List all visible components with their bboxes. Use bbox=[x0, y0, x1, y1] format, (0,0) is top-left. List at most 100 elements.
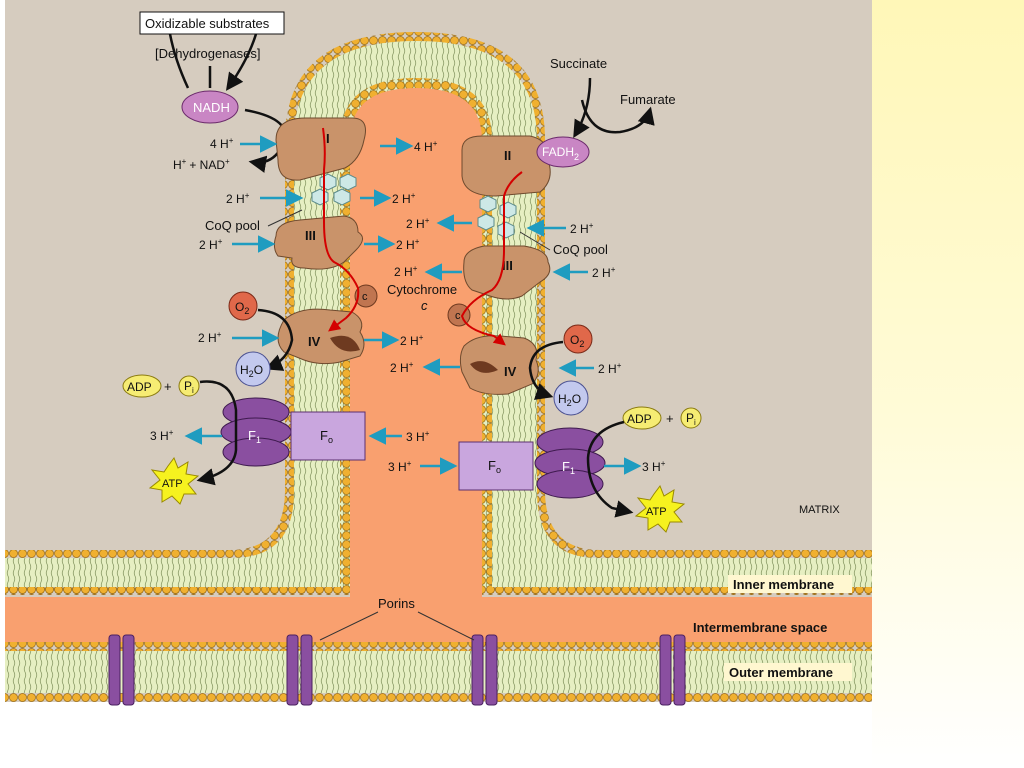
electron-path-right bbox=[460, 171, 523, 344]
svg-text:2 H+: 2 H+ bbox=[570, 221, 594, 236]
outer-membrane-label-bg bbox=[724, 663, 852, 681]
svg-text:2 H+: 2 H+ bbox=[406, 216, 430, 231]
o2-circle-right bbox=[563, 324, 593, 354]
atp-star-right bbox=[634, 484, 686, 533]
o2-left-label: O2 bbox=[235, 300, 249, 316]
svg-text:3 H+: 3 H+ bbox=[642, 459, 666, 474]
intermembrane-space-label: Intermembrane space bbox=[693, 620, 827, 635]
svg-text:2 H+: 2 H+ bbox=[396, 237, 420, 252]
adp-right-label: ADP bbox=[627, 412, 652, 426]
svg-text:2 H+: 2 H+ bbox=[226, 191, 250, 206]
h2o-right-label: H2O bbox=[558, 392, 581, 408]
o2-right-arrow bbox=[528, 340, 564, 400]
porins-leader-lines bbox=[319, 611, 475, 641]
fo-right-label: Fo bbox=[488, 458, 501, 475]
h4-left: 4 H+ bbox=[210, 136, 234, 151]
adp-left bbox=[122, 374, 162, 398]
nadh-ellipse bbox=[181, 90, 239, 124]
svg-text:2 H+: 2 H+ bbox=[199, 237, 223, 252]
svg-text:3 H+: 3 H+ bbox=[150, 428, 174, 443]
matrix-label: MATRIX bbox=[799, 504, 840, 516]
coq-pool-left bbox=[311, 173, 357, 206]
complex-iii-right: III bbox=[463, 245, 551, 300]
porin-2 bbox=[286, 634, 313, 706]
complex-i: I bbox=[275, 117, 366, 181]
substrate-arrows bbox=[168, 33, 258, 88]
porin-1 bbox=[108, 634, 135, 706]
fumarate-arrow bbox=[580, 99, 655, 134]
fumarate-label: Fumarate bbox=[620, 92, 676, 107]
cytochrome-label: Cytochrome bbox=[387, 282, 457, 297]
plus-left: + bbox=[164, 379, 172, 394]
atp-left-label: ATP bbox=[162, 478, 183, 490]
complex-iv-left-label: IV bbox=[308, 334, 321, 349]
complex-ii: II bbox=[461, 135, 551, 197]
o2-circle-left bbox=[228, 291, 258, 321]
complex-iii-left: III bbox=[273, 215, 363, 270]
svg-text:2 H+: 2 H+ bbox=[198, 330, 222, 345]
outer-membrane-beads-bottom bbox=[5, 693, 872, 702]
svg-text:2 H+: 2 H+ bbox=[390, 360, 414, 375]
fo-left-label: Fo bbox=[320, 428, 333, 445]
inner-membrane-label-bg bbox=[728, 575, 852, 593]
outer-membrane-label: Outer membrane bbox=[729, 665, 833, 680]
plus-right: + bbox=[666, 411, 674, 426]
coq-pool-right-label: CoQ pool bbox=[553, 242, 608, 257]
oxidizable-substrates-label: Oxidizable substrates bbox=[145, 16, 270, 31]
svg-text:2 H+: 2 H+ bbox=[400, 333, 424, 348]
adp-right-arrow bbox=[586, 420, 634, 518]
nadh-label: NADH bbox=[193, 100, 230, 115]
dehydrogenases-label: [Dehydrogenases] bbox=[155, 46, 261, 61]
complex-iii-left-label: III bbox=[305, 228, 316, 243]
adp-left-label: ADP bbox=[127, 380, 152, 394]
h2o-circle-right bbox=[553, 380, 589, 416]
proton-arrows: 4 H+ H++ NAD+ 4 H+ 2 H+ 2 H+ 2 H+ 2 H+ 2… bbox=[150, 135, 666, 475]
svg-text:2 H+: 2 H+ bbox=[592, 265, 616, 280]
outer-membrane-beads-top bbox=[5, 642, 872, 651]
atp-star-left bbox=[148, 456, 200, 505]
bottom-margin bbox=[0, 702, 872, 768]
h-nad-label: H++ NAD+ bbox=[173, 157, 230, 172]
cytochrome-c-left bbox=[354, 284, 378, 308]
electron-path-left bbox=[323, 127, 360, 330]
oxidizable-substrates-box bbox=[139, 11, 285, 35]
complex-i-label: I bbox=[326, 131, 330, 146]
inner-membrane-label: Inner membrane bbox=[733, 577, 834, 592]
side-panel bbox=[872, 0, 1024, 768]
fadh2-label: FADH2 bbox=[542, 145, 579, 162]
pi-left bbox=[178, 375, 200, 397]
complex-iv-right-label: IV bbox=[504, 364, 517, 379]
complex-iv-right: IV bbox=[459, 335, 539, 395]
complex-ii-label: II bbox=[504, 148, 511, 163]
svg-text:2 H+: 2 H+ bbox=[394, 264, 418, 279]
adp-right bbox=[622, 406, 662, 430]
intermembrane-band bbox=[5, 597, 872, 642]
porins-label: Porins bbox=[378, 596, 415, 611]
h4-right: 4 H+ bbox=[414, 139, 438, 154]
o2-right-label: O2 bbox=[570, 333, 584, 349]
pi-left-label: Pi bbox=[184, 379, 194, 395]
f1-right-label: F1 bbox=[562, 459, 575, 476]
cytochrome-c-left-label: c bbox=[362, 291, 368, 303]
pi-right bbox=[680, 407, 702, 429]
f1-left-label: F1 bbox=[248, 428, 261, 445]
svg-text:2 H+: 2 H+ bbox=[392, 191, 416, 206]
succinate-label: Succinate bbox=[550, 56, 607, 71]
cytochrome-c-right-label: c bbox=[455, 310, 461, 322]
coq-pool-left-label: CoQ pool bbox=[205, 218, 260, 233]
pi-right-label: Pi bbox=[686, 411, 696, 427]
svg-text:3 H+: 3 H+ bbox=[388, 459, 412, 474]
h2o-circle-left bbox=[235, 351, 271, 387]
svg-text:2 H+: 2 H+ bbox=[598, 361, 622, 376]
porin-4 bbox=[659, 634, 686, 706]
coq-pool-left-leader bbox=[267, 209, 303, 227]
h2o-left-label: H2O bbox=[240, 363, 263, 379]
fadh2-ellipse bbox=[536, 136, 590, 168]
complex-iii-right-label: III bbox=[502, 258, 513, 273]
svg-text:3 H+: 3 H+ bbox=[406, 429, 430, 444]
succinate-arrow bbox=[573, 77, 592, 139]
atp-right-label: ATP bbox=[646, 506, 667, 518]
o2-left-arrow bbox=[257, 308, 294, 371]
